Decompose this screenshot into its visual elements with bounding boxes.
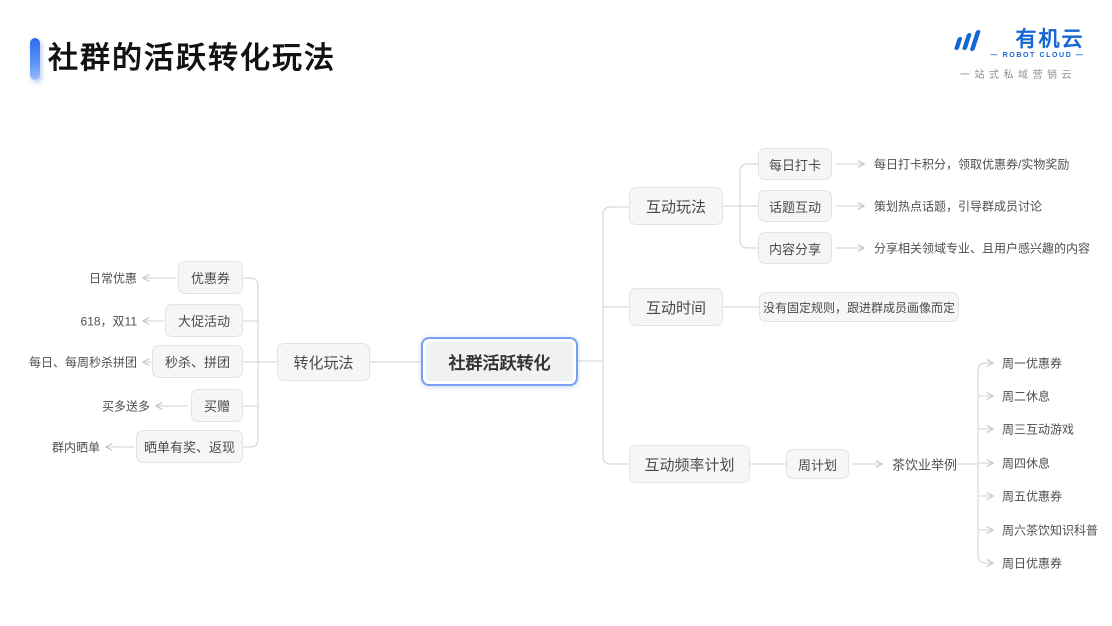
note-daily-weekly-flashsale: 每日、每周秒杀拼团 [28,355,137,370]
logo-brand-text: 有机云 [1015,28,1085,51]
desc-daily-checkin: 每日打卡积分，领取优惠券/实物奖励 [874,157,1070,172]
schedule-friday: 周五优惠券 [1002,489,1063,504]
schedule-tuesday: 周二休息 [1002,389,1051,404]
node-promo-campaign: 大促活动 [164,304,243,337]
desc-content-sharing: 分享相关领域专业、且用户感兴趣的内容 [874,241,1091,256]
node-gift-with-purchase: 买赠 [190,389,243,422]
node-topic-interaction: 话题互动 [758,190,832,222]
logo-mark-icon [952,28,988,59]
label-tea-industry-example: 茶饮业举例 [892,457,958,473]
note-group-share-order: 群内晒单 [51,440,100,455]
title-accent-bar [30,38,40,80]
node-flashsale-groupbuy: 秒杀、拼团 [151,345,243,378]
branch-conversion-play: 转化玩法 [277,343,370,381]
note-daily-discount: 日常优惠 [88,271,137,286]
node-root: 社群活跃转化 [421,337,578,386]
schedule-thursday: 周四休息 [1002,456,1051,471]
brand-logo: 有机云 — ROBOT CLOUD — 一站式私域营销云 [942,28,1094,81]
node-coupon: 优惠券 [177,261,243,294]
node-no-fixed-rule: 没有固定规则，跟进群成员画像而定 [759,292,959,322]
schedule-wednesday: 周三互动游戏 [1002,422,1075,437]
node-weekly-plan: 周计划 [786,449,849,479]
schedule-saturday: 周六茶饮知识科普 [1002,523,1099,538]
desc-topic-interaction: 策划热点话题，引导群成员讨论 [874,199,1043,214]
note-buy-more-get-more: 买多送多 [101,399,150,414]
schedule-monday: 周一优惠券 [1002,356,1063,371]
node-share-order-reward: 晒单有奖、返现 [135,430,243,463]
node-daily-checkin: 每日打卡 [758,148,832,180]
branch-interaction-frequency: 互动频率计划 [629,445,750,483]
schedule-sunday: 周日优惠券 [1002,556,1063,571]
page-title: 社群的活跃转化玩法 [48,42,336,75]
logo-tagline: 一站式私域营销云 [960,70,1076,81]
branch-interaction-play: 互动玩法 [629,187,723,225]
logo-subtitle: — ROBOT CLOUD — [990,52,1085,59]
node-content-sharing: 内容分享 [758,232,832,264]
note-618-double11: 618，双11 [80,314,137,329]
branch-interaction-time: 互动时间 [629,288,723,326]
